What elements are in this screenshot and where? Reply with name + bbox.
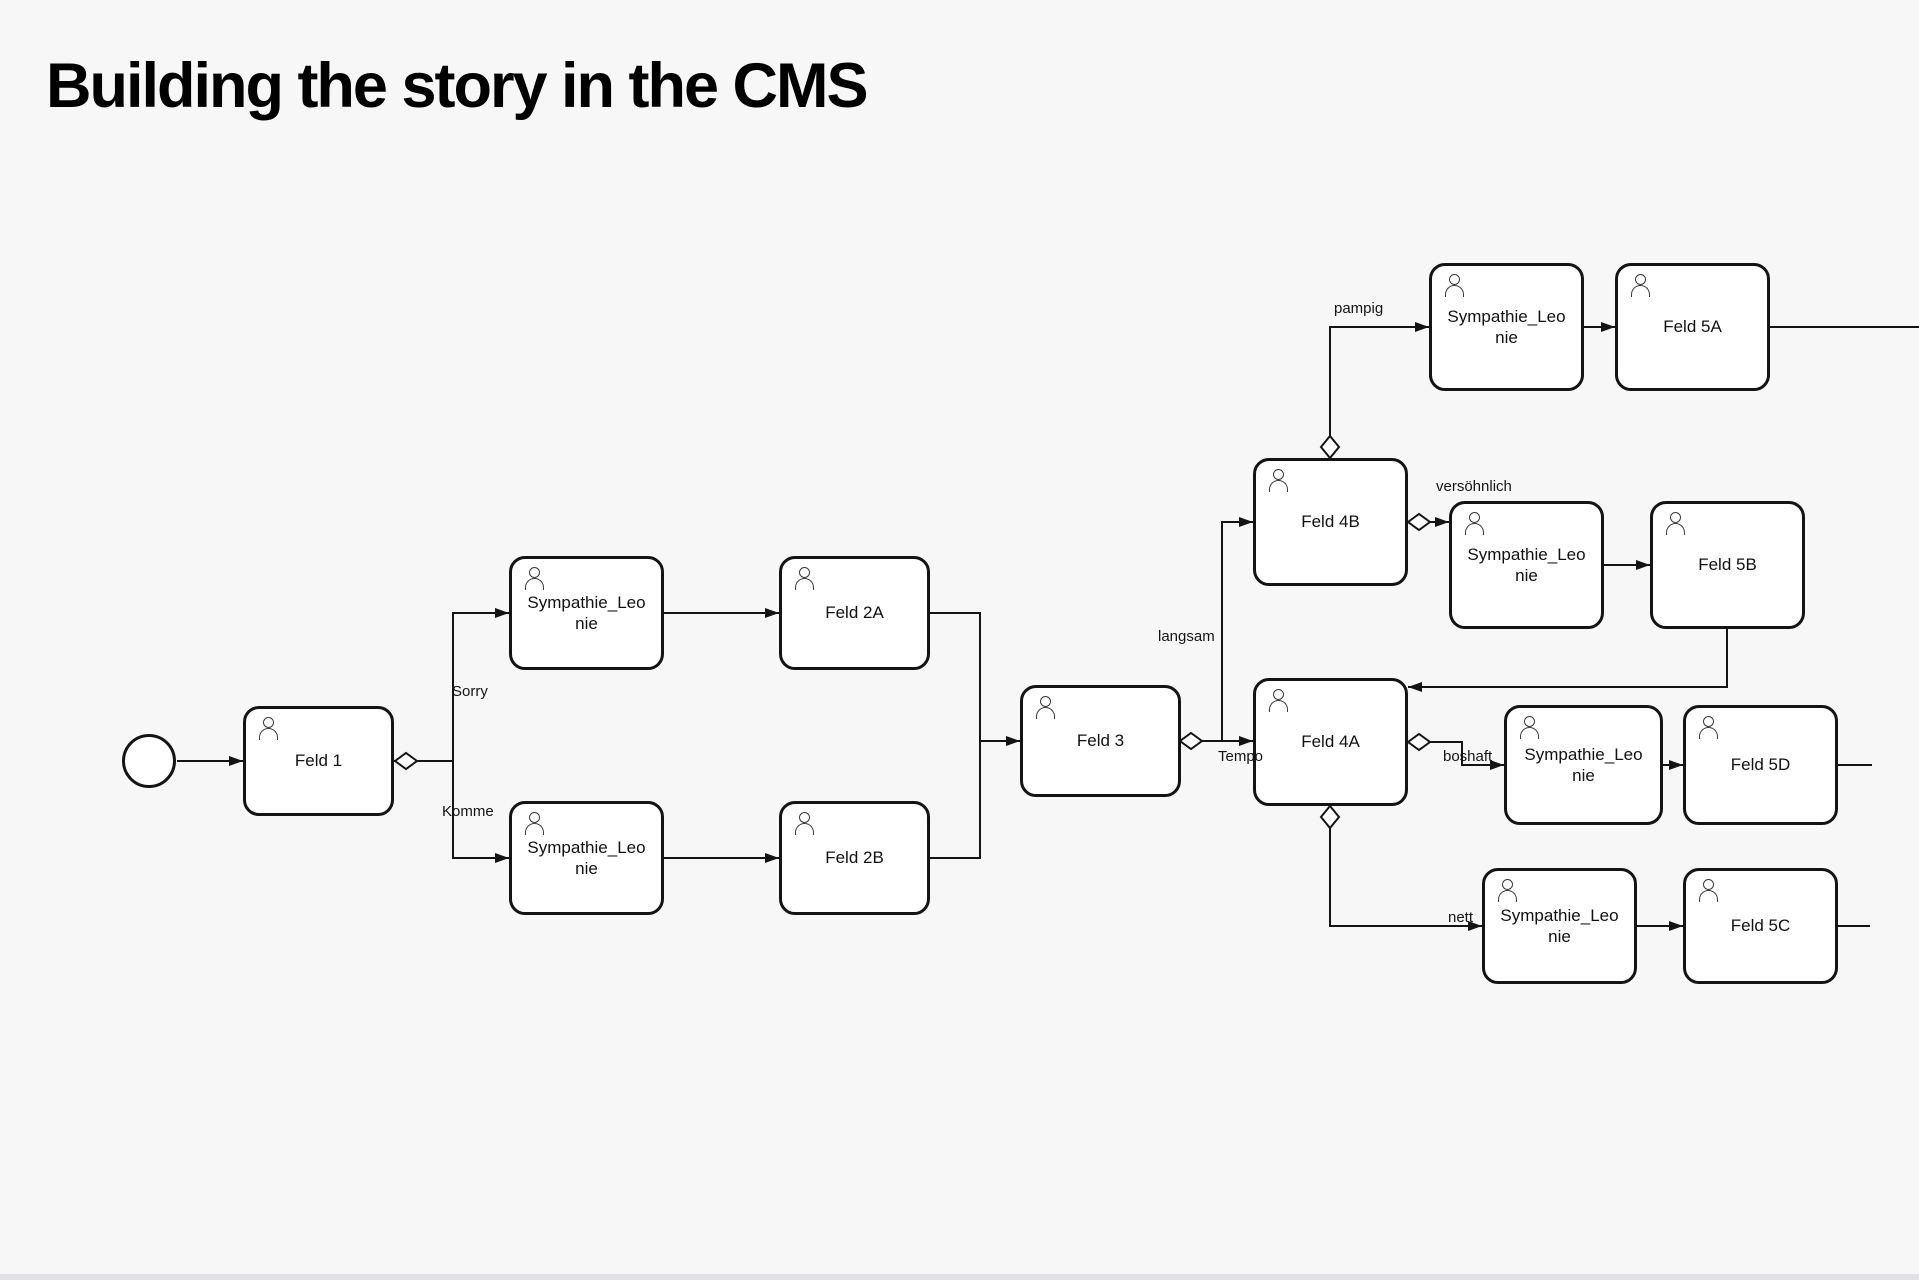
flow-komme-branch [452, 761, 509, 863]
task-label: Feld 4B [1301, 512, 1360, 532]
user-task-icon [256, 716, 280, 740]
task-label: Feld 2B [825, 848, 884, 868]
user-task-icon [792, 811, 816, 835]
task-label: Feld 5D [1730, 755, 1791, 775]
edge-label-pampig: pampig [1334, 300, 1384, 317]
task-feld3: Feld 3 [1020, 685, 1181, 797]
gateway-after-feld1 [393, 751, 419, 771]
edge-label-langsam: langsam [1158, 628, 1215, 645]
page-title: Building the story in the CMS [46, 51, 868, 121]
user-task-icon [1663, 511, 1687, 535]
window-bottom-edge [0, 1274, 1919, 1280]
user-task-icon [522, 566, 546, 590]
task-feld5c: Feld 5C [1683, 868, 1838, 984]
task-label: Feld 2A [825, 603, 884, 623]
task-sympathie-leonie-versoehnlich: Sympathie_Leo nie [1449, 501, 1604, 629]
flow-langsam-to-feld4b [1221, 517, 1253, 741]
edge-label-tempo: Tempo [1218, 748, 1264, 765]
gateway-right-feld4b [1406, 512, 1432, 532]
flow-feld5b-back-to-feld4a [1408, 629, 1728, 692]
gateway-right-feld4a [1406, 732, 1432, 752]
gateway-below-feld4a [1319, 804, 1341, 830]
user-task-icon [1442, 273, 1466, 297]
task-label: Feld 3 [1076, 731, 1125, 751]
flow-sorry-branch [452, 608, 509, 761]
task-sympathie-leonie-pampig: Sympathie_Leo nie [1429, 263, 1584, 391]
gateway-after-feld3 [1178, 731, 1204, 751]
task-label: Sympathie_Leo nie [1447, 306, 1566, 347]
task-label: Sympathie_Leo nie [1500, 905, 1619, 946]
user-task-icon [1517, 715, 1541, 739]
user-task-icon [792, 566, 816, 590]
task-feld5b: Feld 5B [1650, 501, 1805, 629]
task-feld4a: Feld 4A [1253, 678, 1408, 806]
task-label: Feld 5A [1663, 317, 1722, 337]
flow-feld2a-to-feld3 [930, 612, 1020, 746]
edge-label-nett: nett [1448, 909, 1474, 926]
task-feld1: Feld 1 [243, 706, 394, 816]
task-sympathie-leonie-sorry: Sympathie_Leo nie [509, 556, 664, 670]
task-label: Sympathie_Leo nie [1467, 544, 1586, 585]
flow-feld4a-boshaft [1408, 741, 1504, 770]
task-label: Feld 1 [294, 751, 343, 771]
flow-feld4b-pampig [1329, 322, 1429, 458]
user-task-icon [1495, 878, 1519, 902]
task-feld4b: Feld 4B [1253, 458, 1408, 586]
task-sympathie-leonie-boshaft: Sympathie_Leo nie [1504, 705, 1663, 825]
user-task-icon [1696, 878, 1720, 902]
user-task-icon [1462, 511, 1486, 535]
task-sympathie-leonie-komme: Sympathie_Leo nie [509, 801, 664, 915]
task-feld5d: Feld 5D [1683, 705, 1838, 825]
flow-feld4a-nett [1329, 806, 1482, 931]
flow-feld2b-join [930, 741, 981, 859]
edge-label-boshaft: boshaft [1443, 748, 1493, 765]
user-task-icon [1696, 715, 1720, 739]
task-feld2b: Feld 2B [779, 801, 930, 915]
edge-label-versoehnlich: versöhnlich [1436, 478, 1512, 495]
user-task-icon [1033, 695, 1057, 719]
task-label: Feld 4A [1301, 732, 1360, 752]
user-task-icon [1266, 468, 1290, 492]
task-feld5a: Feld 5A [1615, 263, 1770, 391]
gateway-above-feld4b [1319, 434, 1341, 460]
task-label: Feld 5C [1730, 916, 1791, 936]
task-label: Feld 5B [1698, 555, 1757, 575]
task-label: Sympathie_Leo nie [527, 592, 646, 633]
start-event [122, 734, 176, 788]
task-label: Sympathie_Leo nie [1524, 744, 1643, 785]
user-task-icon [1628, 273, 1652, 297]
user-task-icon [522, 811, 546, 835]
task-label: Sympathie_Leo nie [527, 837, 646, 878]
user-task-icon [1266, 688, 1290, 712]
task-sympathie-leonie-nett: Sympathie_Leo nie [1482, 868, 1637, 984]
task-feld2a: Feld 2A [779, 556, 930, 670]
edge-label-sorry: Sorry [452, 683, 488, 700]
edge-label-komme: Komme [442, 803, 494, 820]
